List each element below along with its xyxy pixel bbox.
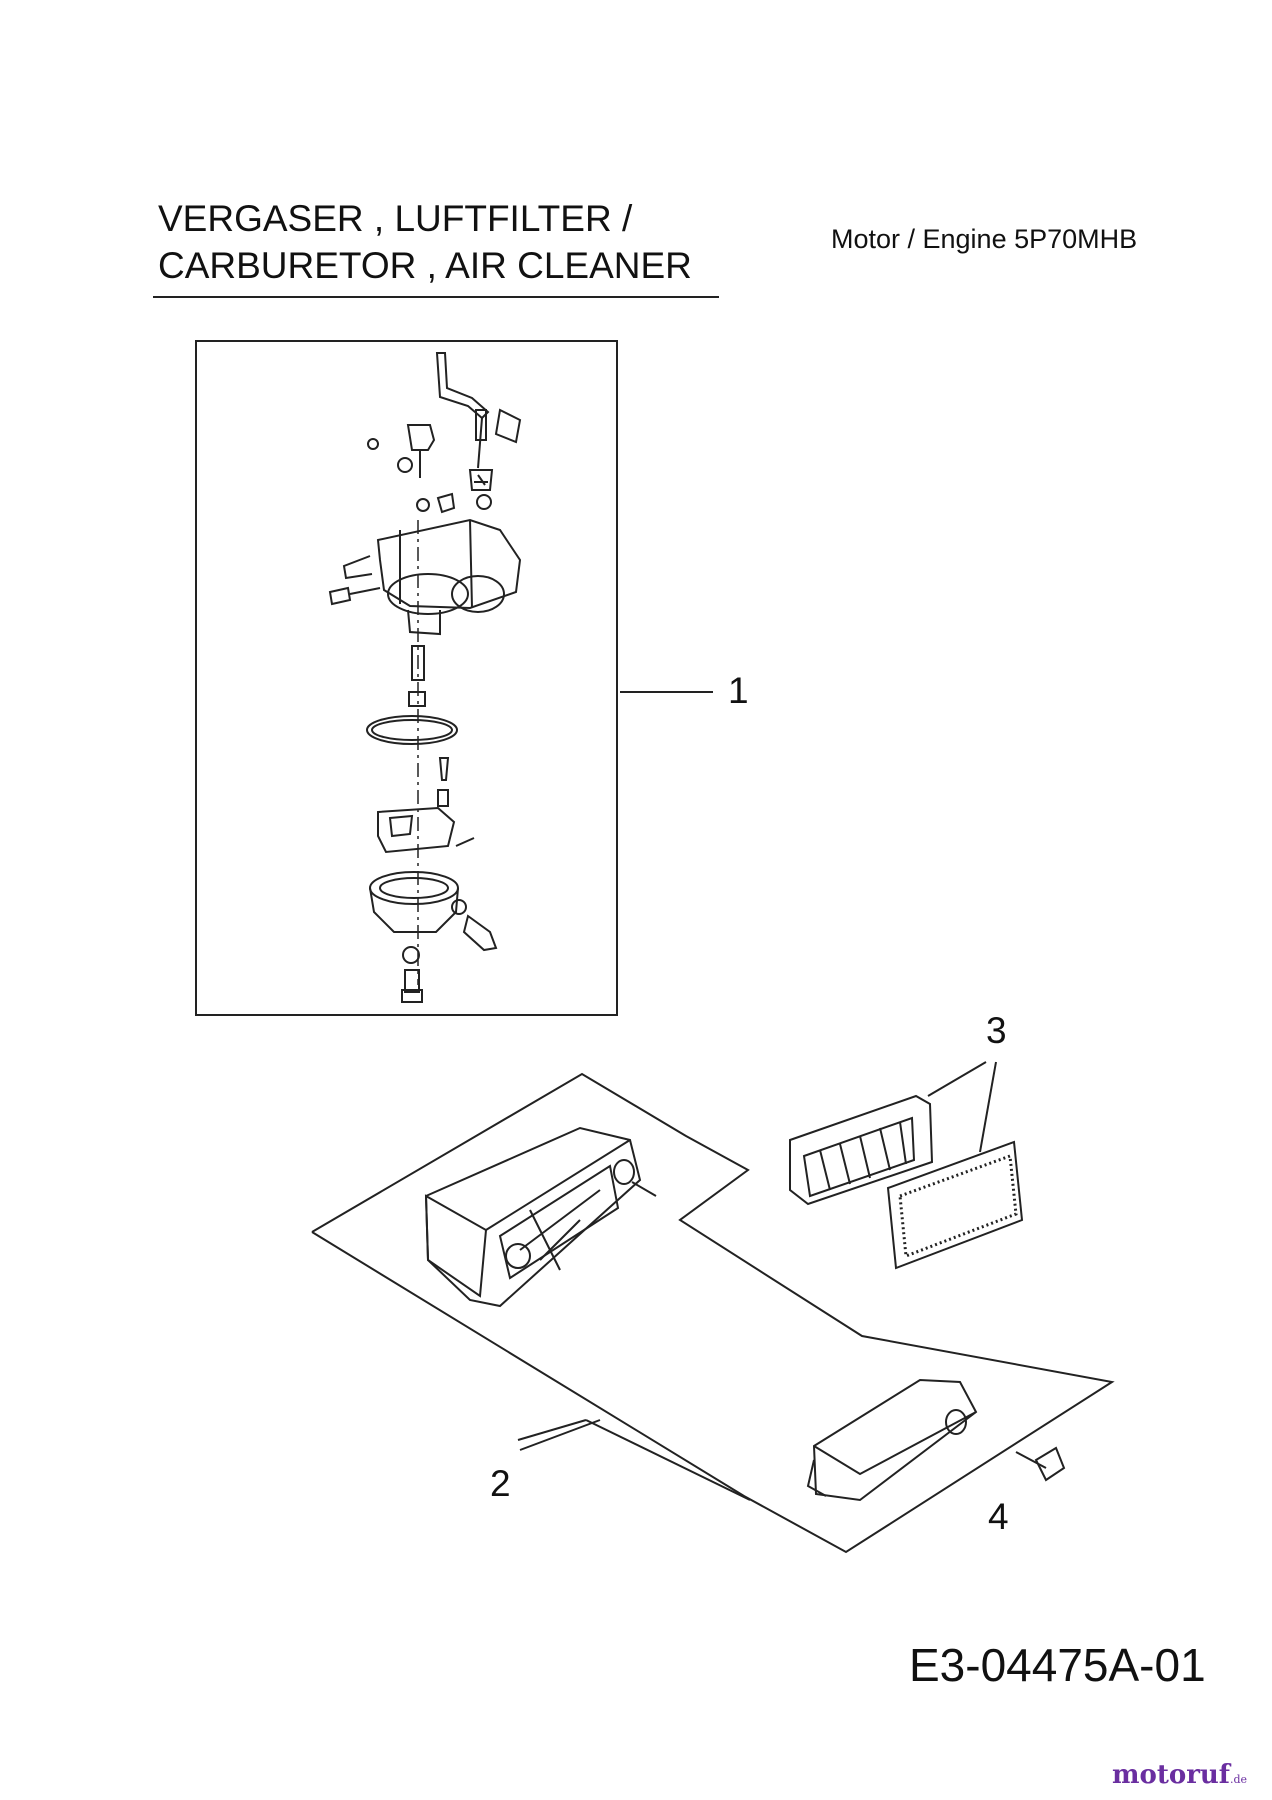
title-line-english: CARBURETOR , AIR CLEANER — [158, 245, 692, 286]
leader-line-3a — [927, 1061, 987, 1097]
logo-brand-text: motoruf — [1112, 1760, 1230, 1790]
callout-3: 3 — [986, 1010, 1007, 1051]
air-cleaner-base-drawing — [424, 1126, 657, 1308]
air-cleaner-kit-frame — [311, 1072, 1115, 1554]
air-cleaner-cover-drawing — [806, 1378, 978, 1502]
callout-4: 4 — [988, 1496, 1009, 1537]
leader-line-3b — [979, 1061, 997, 1153]
callout-1: 1 — [728, 670, 749, 711]
title-underline — [153, 296, 719, 298]
engine-label: Motor / Engine 5P70MHB — [831, 224, 1138, 254]
logo-domain-suffix: .de — [1230, 1773, 1248, 1786]
callout-2: 2 — [490, 1463, 511, 1504]
foam-prefilter-drawing — [886, 1061, 1024, 1270]
frame-line-lower — [517, 1419, 587, 1441]
motoruf-logo[interactable]: motoruf.de — [1112, 1760, 1247, 1790]
leader-line-2 — [519, 1419, 601, 1451]
pleated-filter-drawing — [789, 1061, 987, 1206]
carburetor-kit-frame — [195, 340, 618, 1016]
diagram-title: VERGASER , LUFTFILTER / CARBURETOR , AIR… — [158, 195, 692, 289]
title-line-german: VERGASER , LUFTFILTER / — [158, 198, 633, 239]
drawing-code: E3-04475A-01 — [909, 1639, 1206, 1691]
carburetor-drawing — [328, 352, 522, 1003]
cover-knob-drawing — [1015, 1446, 1066, 1482]
